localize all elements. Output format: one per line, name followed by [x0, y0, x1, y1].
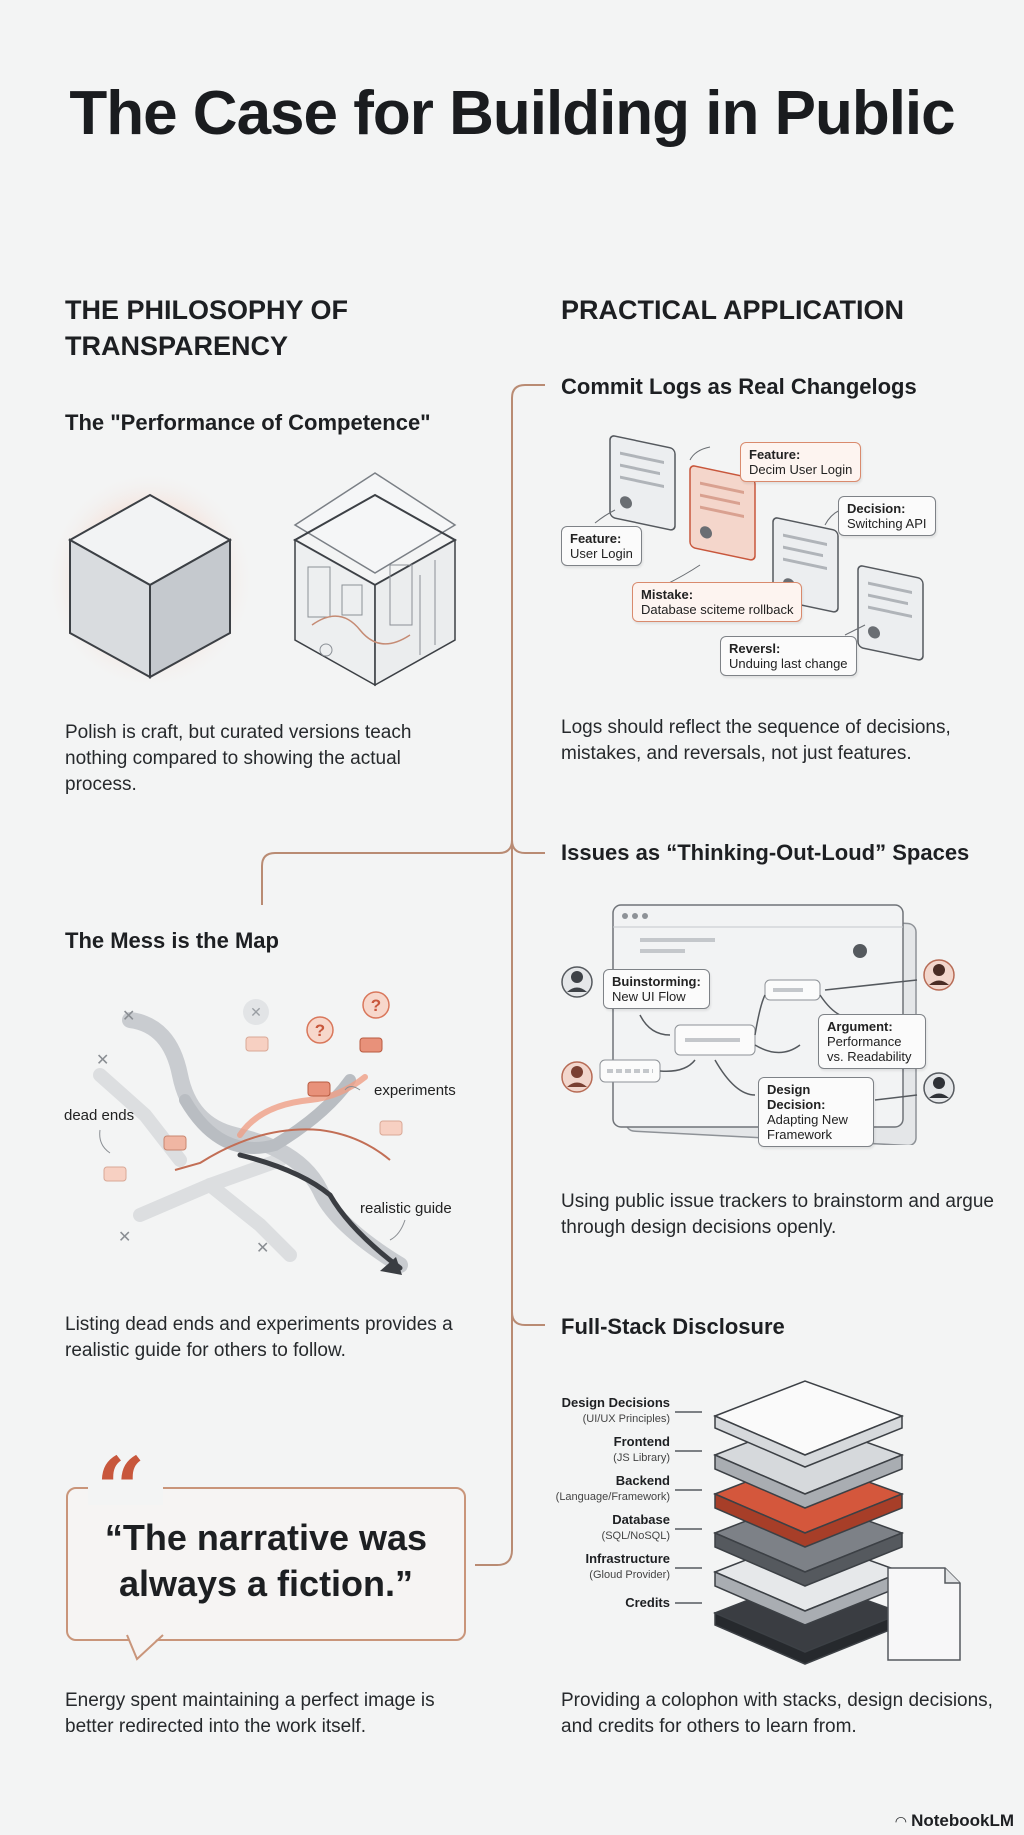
commit-card-feature-user-login: Feature:User Login — [561, 526, 642, 566]
quote-mark-background — [88, 1465, 163, 1505]
notebooklm-brand: ◠ NotebookLM — [896, 1811, 1014, 1831]
svg-text:✕: ✕ — [118, 1229, 131, 1246]
issues-text: Using public issue trackers to brainstor… — [561, 1191, 994, 1238]
brand-label: NotebookLM — [911, 1811, 1014, 1830]
quote-caption: Energy spent maintaining a perfect image… — [65, 1690, 435, 1737]
section-title-commit-logs: Commit Logs as Real Changelogs — [561, 374, 917, 399]
section-title-full-stack: Full-Stack Disclosure — [561, 1314, 785, 1339]
issue-card-design-decision: Design Decision:Adapting New Framework — [758, 1077, 874, 1147]
quote-box — [66, 1487, 466, 1641]
stack-label-design: Design Decisions(UI/UX Principles) — [561, 1395, 670, 1425]
issue-card-brainstorming: Buinstorming:New UI Flow — [603, 969, 710, 1009]
commit-card-mistake: Mistake:Database sciteme rollback — [632, 582, 803, 622]
svg-text:?: ? — [315, 1021, 325, 1040]
quote-text: “The narrative was always a fiction.” — [104, 1517, 428, 1604]
svg-text:?: ? — [371, 996, 381, 1015]
quote-mark-icon: “ — [96, 1439, 146, 1540]
svg-text:✕: ✕ — [256, 1240, 269, 1257]
stack-illustration — [675, 1380, 961, 1665]
stack-label-infrastructure: Infrastructure(Gloud Provider) — [585, 1551, 670, 1581]
quote-tail — [126, 1633, 164, 1661]
full-stack-text: Providing a colophon with stacks, design… — [561, 1690, 993, 1737]
notebooklm-logo-icon: ◠ — [895, 1813, 907, 1829]
right-column-heading: PRACTICAL APPLICATION — [561, 295, 904, 325]
issue-card-argument: Argument:Performance vs. Readability — [818, 1014, 926, 1069]
svg-text:✕: ✕ — [96, 1052, 109, 1069]
stack-label-database: Database(SQL/NoSQL) — [601, 1512, 670, 1542]
issues-illustration — [561, 904, 955, 1145]
label-realistic-guide: realistic guide — [360, 1200, 452, 1217]
section-title-performance: The "Performance of Competence" — [65, 410, 431, 435]
svg-text:✕: ✕ — [122, 1008, 135, 1025]
stack-label-backend: Backend(Language/Framework) — [555, 1473, 670, 1503]
cubes-illustration — [50, 470, 458, 690]
mess-map-illustration: ? ? ✕ ✕ ✕ ✕ ✕ dead ends experiments real… — [64, 991, 456, 1275]
commit-card-reversal: Reversl:Unduing last change — [720, 636, 857, 676]
commit-card-feature-decim: Feature:Decim User Login — [740, 442, 862, 482]
label-experiments: experiments — [374, 1082, 456, 1099]
stack-labels: Design Decisions(UI/UX Principles) Front… — [540, 1390, 670, 1620]
page-title: The Case for Building in Public — [69, 79, 955, 148]
stack-label-frontend: Frontend(JS Library) — [613, 1434, 670, 1464]
performance-text: Polish is craft, but curated versions te… — [65, 722, 412, 795]
stack-label-credits: Credits — [625, 1595, 670, 1610]
section-title-mess: The Mess is the Map — [65, 928, 279, 953]
svg-text:✕: ✕ — [250, 1004, 262, 1020]
label-dead-ends: dead ends — [64, 1107, 134, 1124]
section-title-issues: Issues as “Thinking-Out-Loud” Spaces — [561, 840, 970, 865]
mess-text: Listing dead ends and experiments provid… — [65, 1314, 453, 1361]
commit-logs-text: Logs should reflect the sequence of deci… — [561, 717, 951, 764]
commit-card-decision: Decision:Switching API — [838, 496, 936, 536]
left-column-heading: THE PHILOSOPHY OF TRANSPARENCY — [65, 295, 349, 361]
